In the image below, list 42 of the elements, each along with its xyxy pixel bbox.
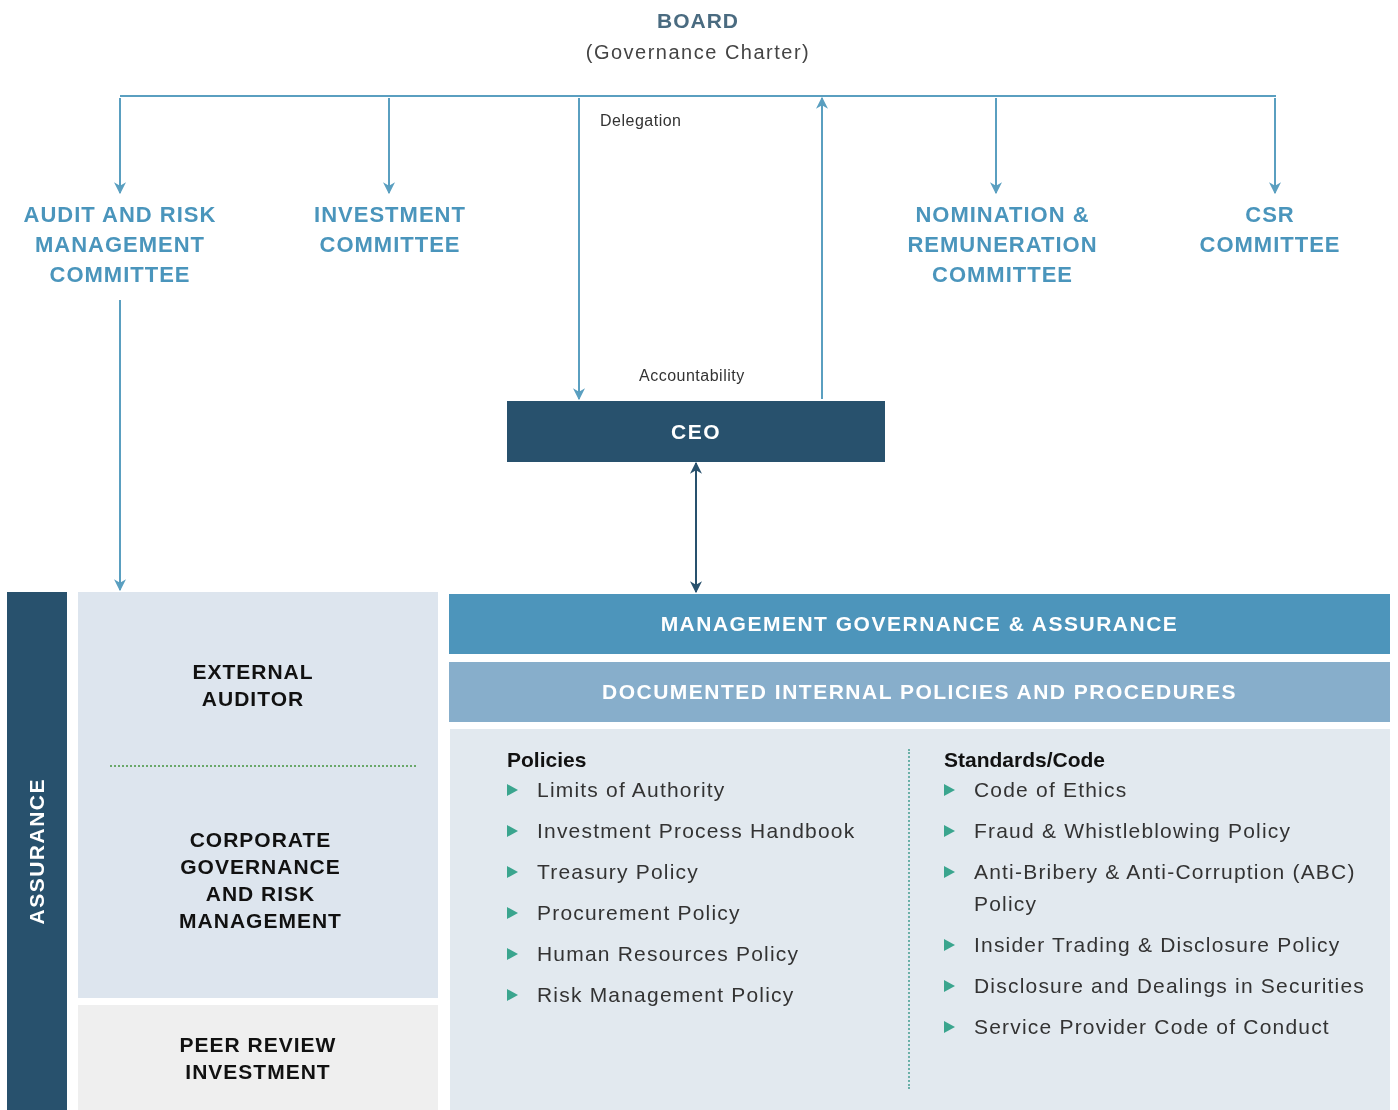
- list-item: Procurement Policy: [537, 900, 741, 926]
- committee-name: AUDIT AND RISK MANAGEMENT COMMITTEE: [22, 201, 218, 289]
- panel-heading: CORPORATE GOVERNANCE AND RISK MANAGEMENT: [178, 827, 343, 934]
- list-item: Investment Process Handbook: [537, 818, 856, 844]
- ceo-box: [507, 401, 885, 462]
- assurance-bar: [7, 592, 67, 1110]
- header-bar: [449, 594, 1390, 654]
- list-item: Anti-Bribery & Anti-Corruption (ABC) Policy: [974, 859, 1357, 917]
- list-item: Insider Trading & Disclosure Policy: [974, 932, 1341, 958]
- header-bar: [449, 662, 1390, 722]
- board-subtitle: (Governance Charter): [585, 40, 811, 65]
- assurance-label: ASSURANCE: [25, 777, 49, 925]
- connector-arrow: [573, 97, 585, 401]
- connector-arrow: [690, 461, 702, 594]
- panel-heading: PEER REVIEW INVESTMENT: [178, 1031, 338, 1085]
- list-item: Service Provider Code of Conduct: [974, 1014, 1330, 1040]
- connector-arrow: [114, 299, 126, 592]
- list-item: Risk Management Policy: [537, 982, 795, 1008]
- policies-panel: [450, 729, 1390, 1110]
- list-item: Disclosure and Dealings in Securities: [974, 973, 1366, 999]
- list-item: Limits of Authority: [537, 777, 726, 803]
- list-heading: Policies: [507, 747, 588, 773]
- bar-title: DOCUMENTED INTERNAL POLICIES AND PROCEDURES: [601, 680, 1237, 704]
- list-item: Fraud & Whistleblowing Policy: [974, 818, 1292, 844]
- edge-label: Accountability: [636, 367, 748, 385]
- connector-arrow: [114, 97, 126, 195]
- connector-arrow: [383, 97, 395, 195]
- bar-title: MANAGEMENT GOVERNANCE & ASSURANCE: [660, 612, 1179, 636]
- ceo-label: CEO: [671, 419, 721, 444]
- connector-arrow: [816, 96, 828, 400]
- committee-name: CSR COMMITTEE: [1198, 201, 1342, 259]
- list-item: Code of Ethics: [974, 777, 1128, 803]
- list-item: Human Resources Policy: [537, 941, 800, 967]
- list-item: Treasury Policy: [537, 859, 699, 885]
- connector-arrow: [1269, 97, 1281, 195]
- assurance-panel: [78, 592, 438, 998]
- committee-name: NOMINATION & REMUNERATION COMMITTEE: [906, 201, 1099, 289]
- board-title: BOARD: [657, 8, 739, 34]
- committee-name: INVESTMENT COMMITTEE: [313, 201, 467, 259]
- list-heading: Standards/Code: [944, 747, 1107, 773]
- connector-arrow: [990, 97, 1002, 195]
- panel-heading: EXTERNAL AUDITOR: [191, 659, 315, 712]
